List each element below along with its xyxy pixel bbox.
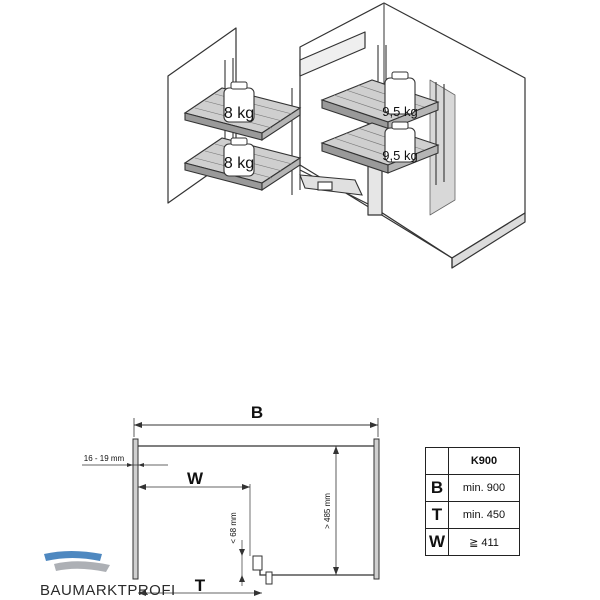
spec-table-corner	[425, 447, 449, 475]
label-T: T	[195, 576, 206, 595]
baumarktprofi-logo: BAUMARKTPROFI	[40, 548, 175, 600]
spec-key: T	[425, 501, 449, 529]
weight-right-top-label: 9,5 kg	[382, 104, 417, 119]
label-W: W	[187, 469, 204, 488]
dim-panel-thickness: 16 - 19 mm	[84, 454, 125, 463]
weight-left-bottom-label: 8 kg	[224, 155, 254, 172]
technical-drawing	[82, 418, 380, 596]
spec-value: min. 450	[448, 501, 520, 529]
weight-right-bottom-label: 9,5 kg	[382, 148, 417, 163]
spec-table-header-row: K900	[425, 447, 520, 475]
spec-key: B	[425, 474, 449, 502]
spec-row-T: T min. 450	[425, 501, 520, 529]
weight-right-bottom: 9,5 kg	[382, 121, 418, 163]
logo-swoosh-icon	[44, 551, 110, 572]
weight-left-top: 8 kg	[223, 81, 255, 123]
spec-row-B: B min. 900	[425, 474, 520, 502]
dim-gap: < 68 mm	[229, 512, 238, 544]
spec-value: ≧ 411	[448, 528, 520, 556]
drawing-labels: B W T 16 - 19 mm > 485 mm < 68 mm	[84, 403, 332, 595]
spec-model: K900	[448, 447, 520, 475]
spec-table: K900 B min. 900 T min. 450 W ≧ 411	[425, 447, 520, 556]
spec-key: W	[425, 528, 449, 556]
weight-left-top-label: 8 kg	[224, 105, 254, 122]
label-B: B	[251, 403, 263, 422]
spec-row-W: W ≧ 411	[425, 528, 520, 556]
dim-depth: > 485 mm	[323, 493, 332, 529]
front-frame-left	[299, 31, 366, 77]
weight-right-top: 9,5 kg	[382, 71, 418, 119]
drawing-right-panel	[373, 438, 380, 580]
spec-value: min. 900	[448, 474, 520, 502]
drawing-left-panel	[132, 438, 139, 580]
logo-text: BAUMARKTPROFI	[40, 582, 176, 599]
weight-left-bottom: 8 kg	[223, 137, 255, 177]
